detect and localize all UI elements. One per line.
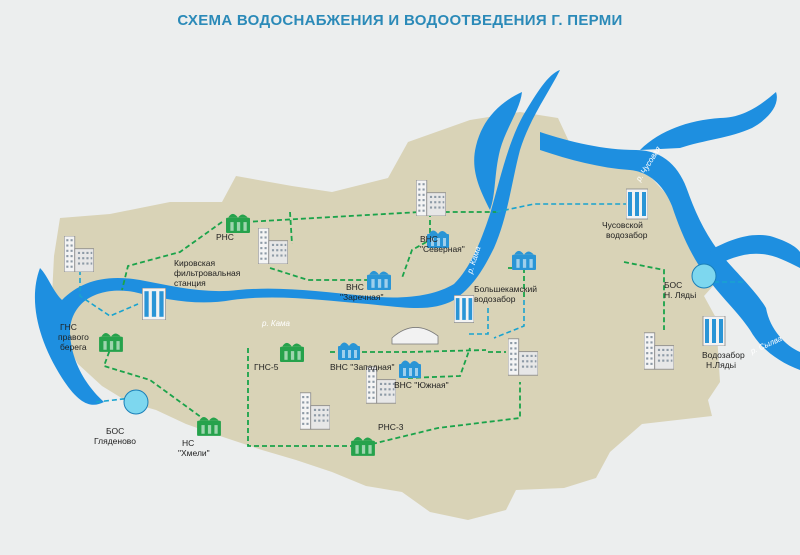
label-vns-zapad: ВНС "Западная"	[330, 362, 395, 372]
page-title: СХЕМА ВОДОСНАБЖЕНИЯ И ВОДООТВЕДЕНИЯ Г. П…	[177, 12, 623, 29]
kirov-filter-icon	[142, 288, 166, 320]
right-bank-land	[52, 112, 722, 520]
label-ns-hmeli-2: "Хмели"	[178, 448, 210, 458]
sewer-line-bolshekam	[466, 308, 489, 335]
label-rns: РНС	[216, 232, 234, 242]
label-bolshekam-1: Большекамский	[474, 284, 537, 294]
label-vns-yuzh: ВНС "Южная"	[394, 380, 449, 390]
supply-line-zarech	[269, 267, 370, 281]
label-bos-glyad-2: Гляденово	[94, 436, 136, 446]
river-sylva	[710, 234, 800, 268]
supply-line-chusov	[623, 261, 665, 330]
label-vns-zarech-2: "Заречная"	[340, 292, 384, 302]
supply-line-rns-west	[121, 221, 223, 291]
nlyady-filter-icon	[702, 316, 726, 346]
supply-line-yuzh	[407, 347, 471, 379]
label-bos-glyad-1: БОС	[106, 426, 124, 436]
bos-nlyady-icon	[691, 263, 717, 289]
label-vns-zarech-1: ВНС	[346, 282, 364, 292]
supply-line-rns-south	[289, 211, 293, 245]
river-chusovaya-upper	[640, 92, 777, 150]
label-river-kama: р. Кама	[261, 319, 291, 328]
label-vns-sever-2: "Северная"	[420, 244, 465, 254]
facilities	[64, 180, 726, 456]
chusov-filter-icon	[626, 188, 648, 220]
label-kirov-filter-1: Кировская	[174, 258, 215, 268]
supply-line-rns	[244, 211, 500, 223]
sewer-line-east	[493, 300, 525, 339]
bolshekam-filter-icon	[454, 294, 474, 324]
label-vodozabor-nlyady-1: Водозабор	[702, 350, 745, 360]
label-gns5: ГНС-5	[254, 362, 279, 372]
label-kirov-filter-2: фильтровальная	[174, 268, 241, 278]
label-gns-right-3: берега	[60, 342, 87, 352]
supply-line-south-ring	[247, 348, 360, 447]
sewer-line-glyad	[95, 397, 133, 403]
label-bos-nlyady-1: БОС	[664, 280, 682, 290]
label-chusov-1: Чусовской	[602, 220, 643, 230]
sewer-network	[79, 203, 744, 403]
sewer-line-kirov	[79, 270, 139, 317]
river-chusovaya	[540, 132, 800, 370]
supply-line-loop	[371, 382, 521, 445]
label-bos-nlyady-2: Н. Лядьі	[664, 290, 696, 300]
sewer-line-north	[495, 203, 626, 213]
river-kama-north	[474, 92, 522, 210]
label-rns3: РНС-3	[378, 422, 404, 432]
label-vodozabor-nlyady-2: Н.Лядьі	[706, 360, 736, 370]
water-supply-network	[102, 211, 665, 447]
label-gns-right-1: ГНС	[60, 322, 77, 332]
label-gns-right-2: правого	[58, 332, 89, 342]
bos-glyad-icon	[123, 389, 149, 415]
label-vns-sever-1: ВНС	[420, 234, 438, 244]
label-bolshekam-2: водозабор	[474, 294, 516, 304]
facility-labels: РНС Кировская фильтровальная станция ГНС…	[58, 220, 745, 458]
label-chusov-2: водозабор	[606, 230, 648, 240]
label-kirov-filter-3: станция	[174, 278, 206, 288]
stadium-icon	[391, 327, 439, 345]
supply-line-gns	[102, 343, 206, 421]
label-ns-hmeli-1: НС	[182, 438, 194, 448]
